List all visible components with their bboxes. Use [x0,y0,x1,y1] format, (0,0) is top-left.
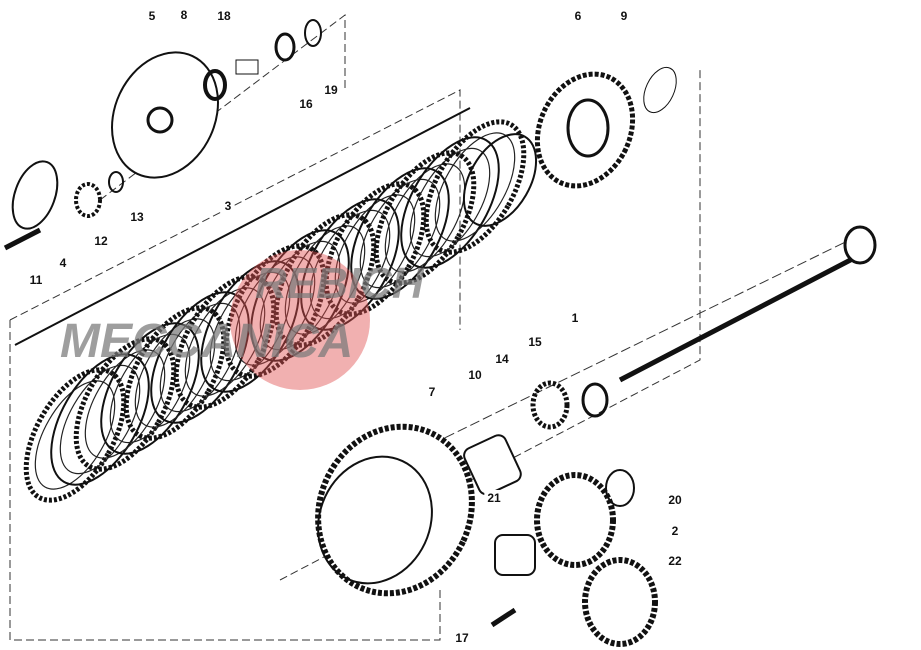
callout-6[interactable]: 6 [571,8,585,24]
clutch-plate-inner [409,147,491,258]
bushing [463,434,522,496]
pressure-plate-hub [146,106,174,134]
cover-plate [11,160,59,230]
clutch-basket [315,423,475,597]
clutch-plate-inner [209,271,291,382]
circlip [605,469,635,507]
callout-7[interactable]: 7 [425,384,439,400]
callout-21[interactable]: 21 [484,490,504,506]
clutch-plate-inner [284,225,366,335]
dashed-frame [9,320,441,641]
callout-22[interactable]: 22 [665,553,685,569]
callout-1[interactable]: 1 [568,310,582,326]
clutch-plate-inner [259,240,341,351]
clutch-plate [273,212,377,348]
callout-15[interactable]: 15 [525,334,545,350]
clutch-plate [400,136,500,269]
clutch-plate-inner [359,178,441,289]
spring-ring [462,133,538,227]
axis-line [419,229,871,451]
clutch-plate [123,305,227,441]
callout-13[interactable]: 13 [127,209,147,225]
pressure-plate [111,51,219,179]
clutch-plate-inner [159,302,241,413]
clutch-plate-inner [59,364,141,475]
callout-12[interactable]: 12 [91,233,111,249]
callout-11[interactable]: 11 [26,272,46,288]
clutch-plate [73,336,177,472]
clutch-plate-inner [309,209,391,320]
clutch-plate-inner [334,194,416,304]
callout-14[interactable]: 14 [492,351,512,367]
callout-3[interactable]: 3 [221,198,235,214]
clutch-plate [173,274,277,410]
plate-bracket-line [14,107,471,346]
gear-lower [582,557,658,647]
callout-5[interactable]: 5 [145,8,159,24]
spacer [581,382,609,418]
clutch-plate-inner [384,163,466,273]
clutch-hub [534,71,636,189]
clutch-hub-center [566,98,610,158]
clutch-plate-inner [34,380,116,490]
bolt [3,227,42,251]
clutch-plate [373,150,477,286]
watermark-line1: REBICH [255,259,424,308]
clutch-plate-inner [134,318,216,428]
bearing [203,69,227,101]
spring [74,182,102,218]
screw [490,607,517,628]
slave-cylinder [843,225,877,265]
callout-4[interactable]: 4 [56,255,70,271]
sleeve [494,534,536,576]
thrust-washer [643,66,677,114]
clutch-plate-inner [184,287,266,397]
callout-9[interactable]: 9 [617,8,631,24]
clutch-basket-inner [317,455,433,585]
pushrod [618,252,862,383]
callout-18[interactable]: 18 [214,8,234,24]
clutch-plate-inner [109,333,191,444]
callout-2[interactable]: 2 [668,523,682,539]
clutch-plate [223,243,327,379]
callout-20[interactable]: 20 [665,492,685,508]
callout-10[interactable]: 10 [465,367,485,383]
clutch-plate [423,119,527,255]
callout-19[interactable]: 19 [321,82,341,98]
needle-bearing [530,380,570,430]
pushrod-piece [235,59,259,75]
nut [274,32,296,62]
clutch-plate [23,367,127,503]
clutch-plate-inner [84,349,166,459]
watermark-line2: MECCANICA [60,315,354,368]
clutch-plate [323,181,427,317]
washer [304,19,322,47]
callout-8[interactable]: 8 [177,7,191,23]
watermark-logo [230,250,370,390]
callout-16[interactable]: 16 [296,96,316,112]
gear [534,472,616,568]
clutch-plate-inner [234,256,316,366]
ring [108,171,124,193]
callout-17[interactable]: 17 [452,630,472,646]
